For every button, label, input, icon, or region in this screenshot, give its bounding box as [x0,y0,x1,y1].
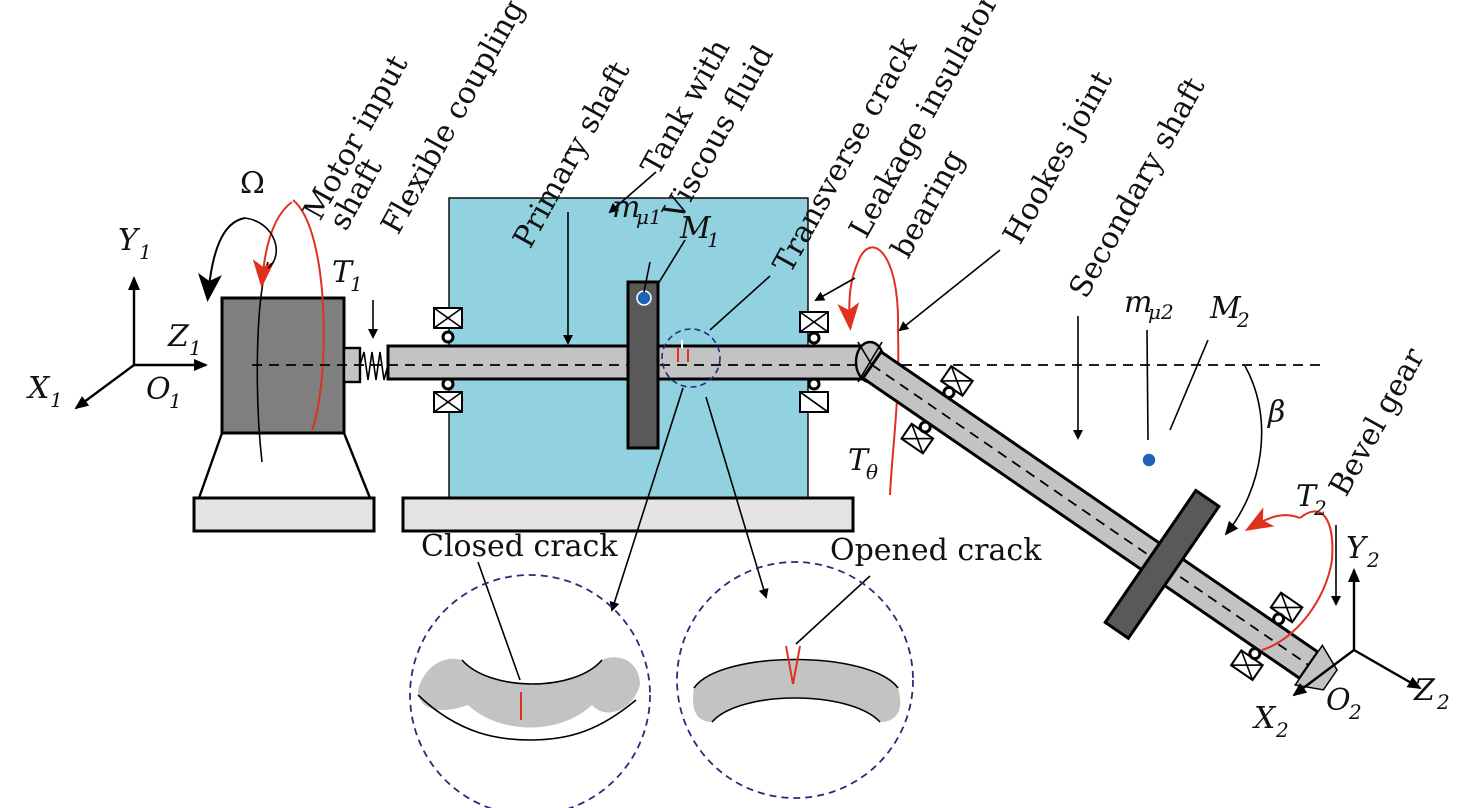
closed-crack-detail [409,574,651,808]
symbol-X1: X [26,371,51,406]
mass-dot-1 [636,290,652,306]
symbol-Z1-sub: 1 [189,336,202,360]
symbol-m-mu1: m [612,190,640,225]
omega-rotation-arrow [244,217,277,269]
frame-1 [74,276,208,410]
symbol-Z1: Z [167,319,190,354]
label-closed-crack: Closed crack [421,529,618,564]
symbol-T1-sub: 1 [350,272,363,296]
symbol-M1-sub: 1 [707,228,720,252]
symbol-T2-sub: 2 [1313,496,1327,520]
symbol-Y2: Y [1346,531,1369,566]
bearing-right-top [799,311,829,345]
symbol-T-theta: T [848,443,870,478]
label-bevel-gear: Bevel gear [1322,342,1432,502]
symbol-M2-sub: 2 [1236,308,1250,332]
bearing-right-bottom [799,377,829,413]
motor-base [192,496,376,533]
crack-zoom-circle [661,328,721,388]
symbol-m-mu2-sub: μ2 [1148,300,1174,324]
symbol-beta: β [1267,395,1285,430]
symbol-Y1-sub: 1 [139,240,152,264]
symbol-T1: T [332,255,354,290]
symbol-O1: O [146,372,171,407]
symbol-X2-sub: 2 [1275,718,1289,742]
symbol-m-mu1-sub: μ1 [636,205,662,229]
flexible-coupling-spring [359,351,389,381]
bearing-secondary-2 [900,420,935,455]
symbol-X2: X [1252,701,1277,736]
tank-base [401,496,855,533]
bearing-secondary-4 [1229,647,1265,682]
symbol-M2: M [1209,291,1242,326]
symbol-X1-sub: 1 [50,388,63,412]
bearing-left-top [433,307,463,344]
symbol-m-mu2: m [1124,285,1152,320]
symbol-Y1: Y [118,223,141,258]
frame-2 [1292,568,1422,697]
symbol-T2: T [1296,479,1318,514]
bevel-gear [1293,644,1338,691]
label-opened-crack: Opened crack [830,533,1042,568]
bearing-left-bottom [433,377,463,413]
disk-m1 [626,280,660,450]
symbol-Y2-sub: 2 [1366,548,1380,572]
symbol-omega: Ω [240,166,265,201]
bearing-secondary-1 [939,364,975,399]
symbol-M1: M [679,211,712,246]
symbol-O1-sub: 1 [169,389,182,413]
mass-dot-2 [1141,452,1157,468]
beta-angle-arc [1224,365,1263,536]
secondary-shaft-group [860,349,1338,691]
symbol-Z2-sub: 2 [1436,690,1450,714]
symbol-O2: O [1326,683,1351,718]
symbol-O2-sub: 2 [1348,700,1362,724]
motor-rotation-red [292,199,325,431]
bearing-secondary-3 [1269,591,1304,626]
disk-m2 [1103,488,1222,641]
opened-crack-detail [676,561,914,799]
symbol-T-theta-sub: θ [866,460,878,484]
symbol-Z2: Z [1413,673,1436,708]
